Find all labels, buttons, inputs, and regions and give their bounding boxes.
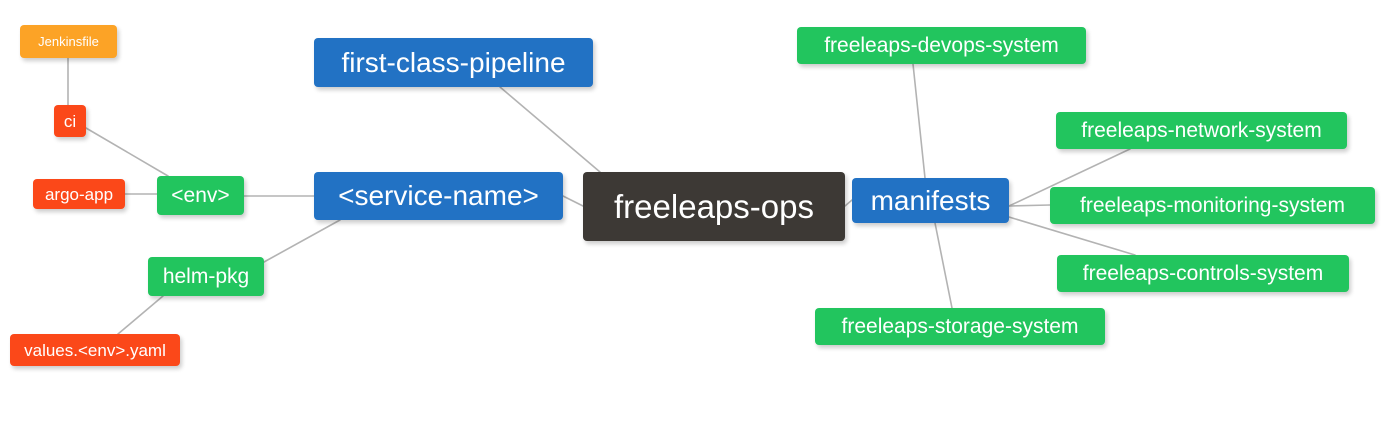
- edge-manifests-to-freeleaps-storage-system: [934, 222, 953, 309]
- node-label-env: <env>: [171, 184, 230, 207]
- node-label-freeleaps-network-system: freeleaps-network-system: [1081, 119, 1322, 142]
- node-label-helm-pkg: helm-pkg: [162, 265, 250, 288]
- edge-manifests-to-freeleaps-monitoring-system: [1008, 204, 1051, 207]
- node-label-jenkinsfile: Jenkinsfile: [38, 34, 99, 49]
- node-label-freeleaps-storage-system: freeleaps-storage-system: [841, 315, 1079, 338]
- edge-manifests-to-freeleaps-devops-system: [912, 63, 926, 179]
- edge-freeleaps-ops-to-manifests: [844, 199, 853, 207]
- node-freeleaps-network-system[interactable]: freeleaps-network-system: [1056, 112, 1347, 149]
- node-env[interactable]: <env>: [157, 176, 244, 215]
- node-label-freeleaps-controls-system: freeleaps-controls-system: [1082, 262, 1324, 285]
- node-jenkinsfile[interactable]: Jenkinsfile: [20, 25, 117, 58]
- edge-service-name-to-helm-pkg: [263, 219, 341, 263]
- node-label-manifests: manifests: [870, 184, 991, 216]
- node-freeleaps-storage-system[interactable]: freeleaps-storage-system: [815, 308, 1105, 345]
- node-label-service-name: <service-name>: [338, 180, 539, 211]
- node-label-values-env-yaml: values.<env>.yaml: [24, 340, 166, 360]
- node-label-ci: ci: [63, 111, 77, 131]
- node-label-freeleaps-monitoring-system: freeleaps-monitoring-system: [1080, 194, 1345, 217]
- node-label-argo-app: argo-app: [44, 184, 114, 204]
- node-label-freeleaps-devops-system: freeleaps-devops-system: [824, 34, 1059, 57]
- edge-freeleaps-ops-to-service-name: [562, 195, 584, 207]
- edge-freeleaps-ops-to-first-class-pipeline: [499, 86, 601, 173]
- edge-helm-pkg-to-values-env-yaml: [117, 295, 164, 335]
- node-argo-app[interactable]: argo-app: [33, 179, 125, 209]
- node-ci[interactable]: ci: [54, 105, 86, 137]
- node-freeleaps-controls-system[interactable]: freeleaps-controls-system: [1057, 255, 1349, 292]
- edge-env-to-ci: [85, 127, 169, 177]
- node-values-env-yaml[interactable]: values.<env>.yaml: [10, 334, 180, 366]
- node-first-class-pipeline[interactable]: first-class-pipeline: [314, 38, 593, 87]
- node-label-first-class-pipeline: first-class-pipeline: [341, 46, 566, 78]
- node-helm-pkg[interactable]: helm-pkg: [148, 257, 264, 296]
- node-freeleaps-devops-system[interactable]: freeleaps-devops-system: [797, 27, 1086, 64]
- node-freeleaps-ops[interactable]: freeleaps-ops: [583, 172, 845, 241]
- node-label-freeleaps-ops: freeleaps-ops: [614, 188, 814, 225]
- node-manifests[interactable]: manifests: [852, 178, 1009, 223]
- node-service-name[interactable]: <service-name>: [314, 172, 563, 220]
- node-freeleaps-monitoring-system[interactable]: freeleaps-monitoring-system: [1050, 187, 1375, 224]
